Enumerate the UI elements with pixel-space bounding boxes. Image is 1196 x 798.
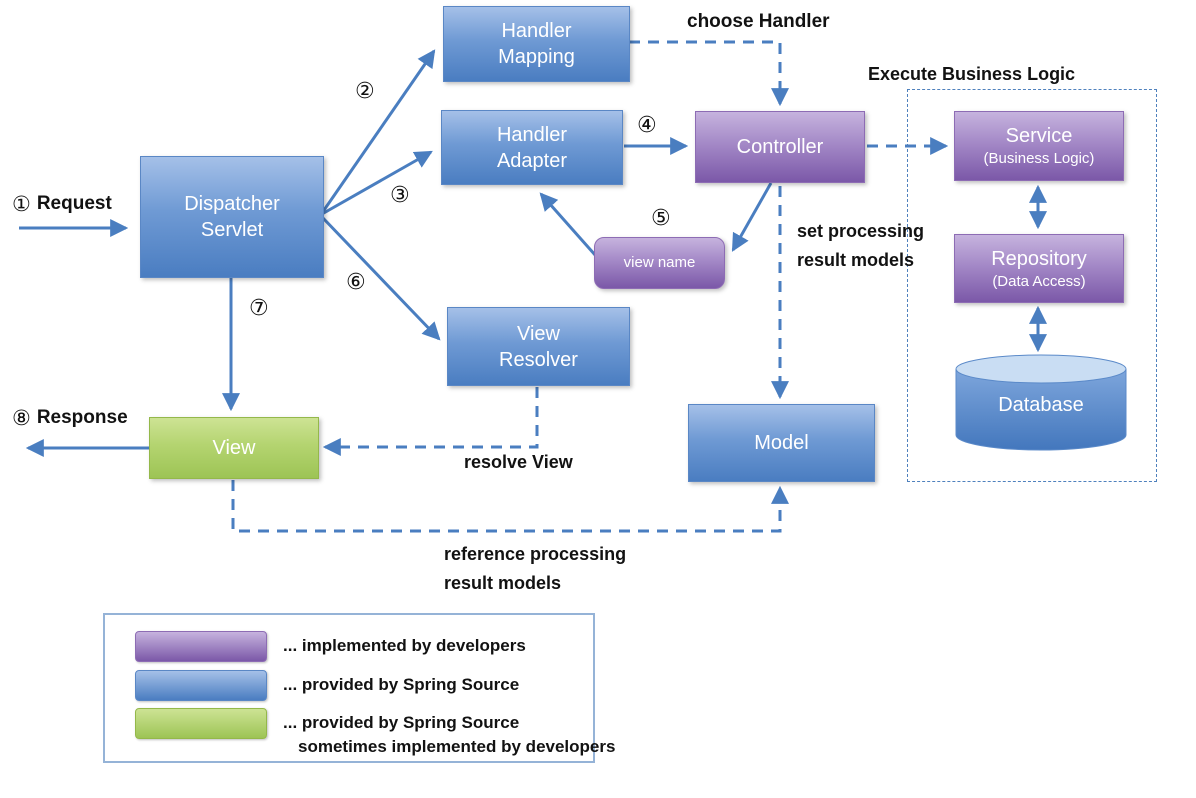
set-processing-label: set processing result models (797, 217, 924, 275)
controller-node: Controller (695, 111, 865, 183)
handler-adapter-node: Handler Adapter (441, 110, 623, 185)
step-6-badge: ⑥ (346, 270, 366, 295)
handler-mapping-node: Handler Mapping (443, 6, 630, 82)
execute-business-logic-label: Execute Business Logic (868, 64, 1076, 84)
dispatcher-servlet-line1: Dispatcher (184, 193, 280, 215)
view-label: View (212, 437, 256, 459)
database-node (955, 354, 1127, 451)
model-node: Model (688, 404, 875, 482)
step-7-badge: ⑦ (249, 296, 269, 321)
view-resolver-line1: View (517, 322, 560, 345)
resolve-view-label: resolve View (464, 452, 573, 472)
step-5-badge: ⑤ (651, 206, 671, 231)
view-name-node: view name (594, 237, 725, 289)
request-label-group: ① Request (12, 192, 112, 216)
legend-item-spring-sometimes-label: ... provided by Spring Source sometimes … (283, 708, 615, 759)
handler-mapping-line2: Mapping (498, 46, 575, 68)
repository-node: Repository (Data Access) (954, 234, 1124, 303)
dispatcher-servlet-node: Dispatcher Servlet (140, 156, 324, 278)
dispatcher-servlet-line2: Servlet (200, 219, 264, 241)
database-label: Database (998, 394, 1084, 416)
fan-arrow-handler-adapter (321, 150, 433, 216)
choose-handler-dashed-arrow (629, 40, 789, 107)
step-8-badge: ⑧ (12, 406, 31, 430)
response-label-group: ⑧ Response (12, 406, 128, 430)
set-processing-line2: result models (797, 250, 915, 270)
view-resolver-node: View Resolver (447, 307, 630, 386)
handler-adapter-line1: Handler (496, 123, 568, 146)
service-node: Service (Business Logic) (954, 111, 1124, 181)
response-label: Response (36, 407, 128, 428)
database-cylinder-icon (955, 354, 1127, 451)
choose-handler-label: choose Handler (687, 11, 830, 32)
reference-processing-label: reference processing result models (444, 540, 626, 598)
legend-box: ... implemented by developers ... provid… (103, 613, 615, 763)
view-node: View (149, 417, 319, 479)
view-resolver-line2: Resolver (499, 348, 578, 371)
step-3-badge: ③ (390, 183, 410, 208)
view-to-model-dashed-arrow (231, 480, 789, 533)
repository-subtitle: (Data Access) (992, 272, 1086, 290)
step-1-badge: ① (12, 192, 31, 216)
fan-arrow-view-resolver (320, 215, 441, 341)
resolver-to-view-dashed-arrow (322, 387, 539, 456)
purple-swatch (135, 631, 267, 662)
step-4-badge: ④ (637, 113, 657, 138)
legend-item-spring-label: ... provided by Spring Source (283, 675, 520, 694)
repository-title: Repository (991, 247, 1087, 270)
legend-item-spring-sometimes: ... provided by Spring Source sometimes … (135, 708, 615, 759)
legend-item-developers: ... implemented by developers (135, 631, 526, 662)
green-swatch (135, 708, 267, 739)
request-label: Request (36, 193, 112, 214)
legend-item-developers-label: ... implemented by developers (283, 636, 526, 655)
legend-item-spring-sometimes-line1: ... provided by Spring Source (283, 713, 520, 732)
legend-item-spring-sometimes-line2: sometimes implemented by developers (298, 737, 616, 756)
set-processing-line1: set processing (797, 221, 925, 241)
reference-processing-line2: result models (444, 573, 562, 593)
handler-adapter-line2: Adapter (496, 149, 568, 172)
service-subtitle: (Business Logic) (983, 150, 1095, 167)
service-title: Service (1005, 125, 1073, 147)
controller-label: Controller (736, 136, 824, 158)
view-name-label: view name (623, 254, 696, 271)
step-2-badge: ② (355, 79, 375, 104)
controller-to-viewname-arrow (731, 182, 773, 252)
fan-arrow-handler-mapping (320, 49, 436, 214)
legend-item-spring: ... provided by Spring Source (135, 670, 519, 701)
viewname-to-adapter-arrow (539, 192, 598, 257)
blue-swatch (135, 670, 267, 701)
handler-mapping-line1: Handler (501, 20, 572, 42)
model-label: Model (754, 432, 809, 454)
business-logic-group-border (907, 89, 1157, 482)
reference-processing-line1: reference processing (444, 544, 627, 564)
